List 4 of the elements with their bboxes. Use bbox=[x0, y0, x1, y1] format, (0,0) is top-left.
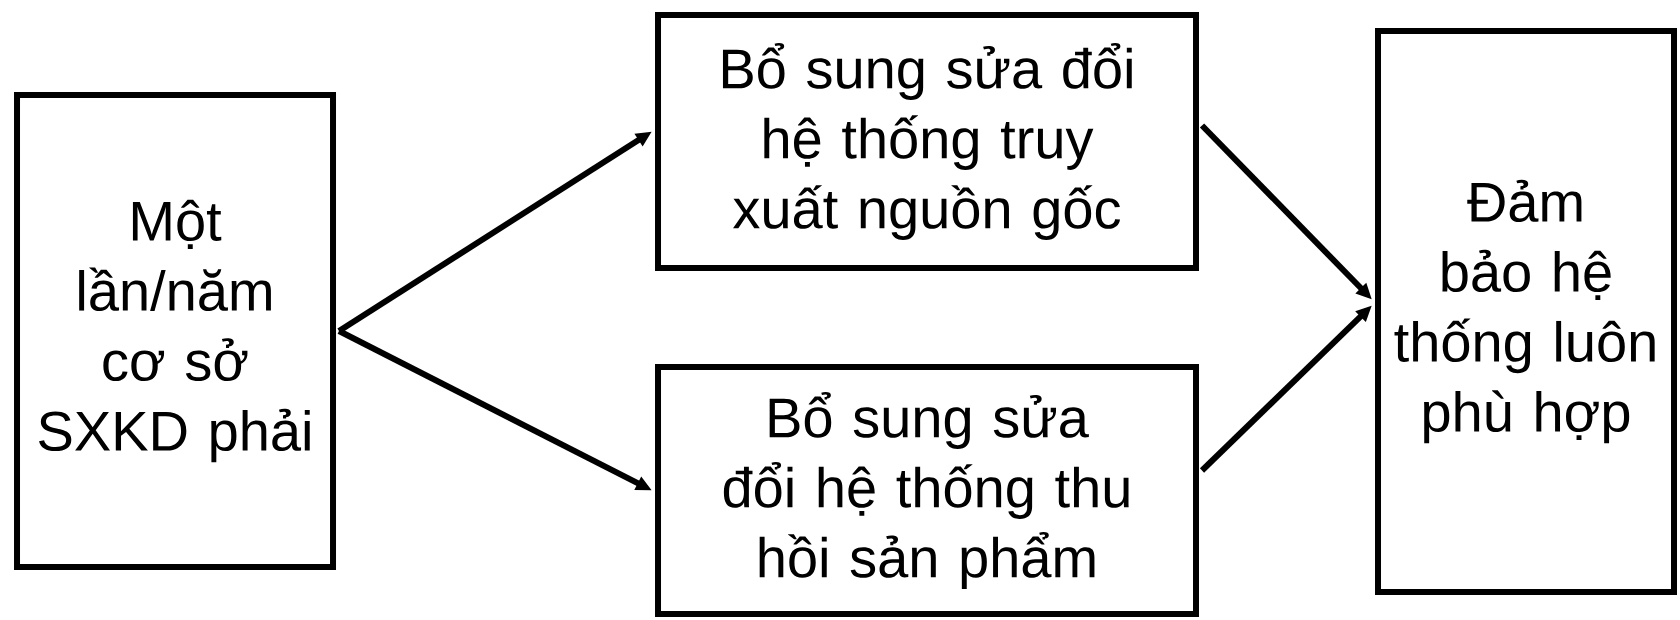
process-box: Một lần/năm cơ sở SXKD phải bbox=[14, 92, 336, 570]
process-box: Bổ sung sửa đổi hệ thống truy xuất nguồn gốc bbox=[655, 12, 1199, 271]
process-box: Bổ sung sửa đổi hệ thống thu hồi sản phẩm bbox=[655, 364, 1199, 617]
process-box: Đảm bảo hệ thống luôn phù hợp bbox=[1375, 28, 1677, 595]
